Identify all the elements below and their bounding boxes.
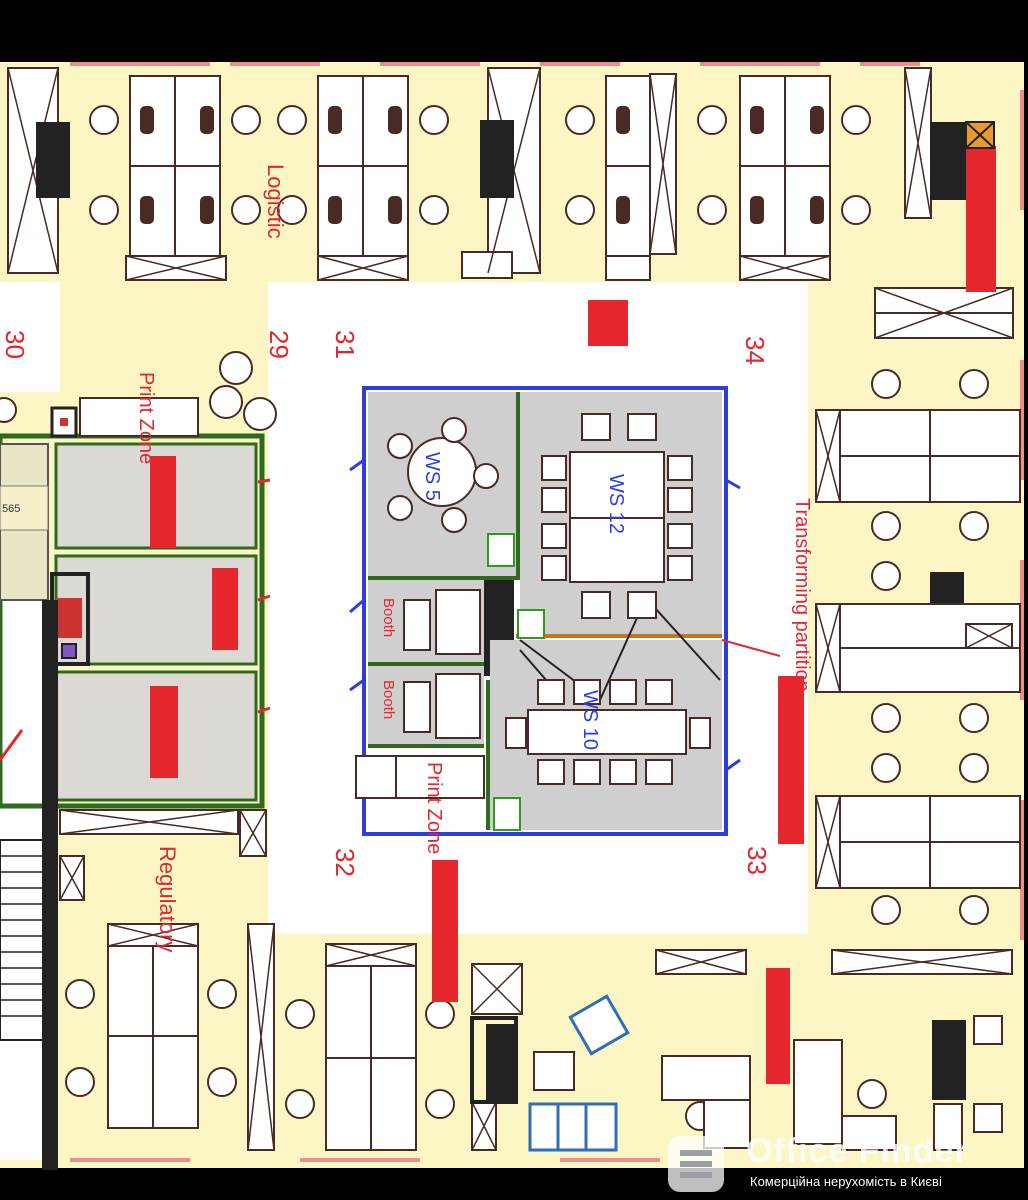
room-number-31: 31 <box>330 330 360 359</box>
room-number-34: 34 <box>740 336 770 365</box>
label-transforming-partition: Transforming partition <box>791 498 813 692</box>
label-logistic: Logistic <box>263 164 288 239</box>
bottom-desk-clusters <box>107 923 1003 1151</box>
room-number-33: 33 <box>742 846 772 875</box>
label-ws-a: WS 5 <box>421 452 443 501</box>
red-markers <box>150 146 996 1084</box>
label-print-zone-left: Print Zone <box>135 372 157 464</box>
watermark-name: Office Finder <box>746 1132 969 1170</box>
label-print-zone-center: Print Zone <box>423 762 445 854</box>
room-number-30: 30 <box>0 330 30 359</box>
staircase <box>0 600 58 1170</box>
watermark: Office Finder Комерційна нерухомість в К… <box>668 1128 1028 1194</box>
chairs <box>0 105 989 1131</box>
room-number-29: 29 <box>264 330 294 359</box>
office-finder-logo-icon <box>668 1136 724 1192</box>
label-regulatory: Regulatory <box>155 846 180 952</box>
room-number-32: 32 <box>330 848 360 877</box>
label-ws-b: WS 12 <box>605 474 627 534</box>
label-booth-2: Booth <box>380 680 397 719</box>
meeting-rooms <box>349 386 781 836</box>
watermark-tagline: Комерційна нерухомість в Києві <box>750 1174 942 1189</box>
label-booth-1: Booth <box>380 598 397 637</box>
lounge-sofa <box>528 994 630 1152</box>
label-ws-c: WS 10 <box>579 690 601 750</box>
label-565: 565 <box>2 503 20 515</box>
